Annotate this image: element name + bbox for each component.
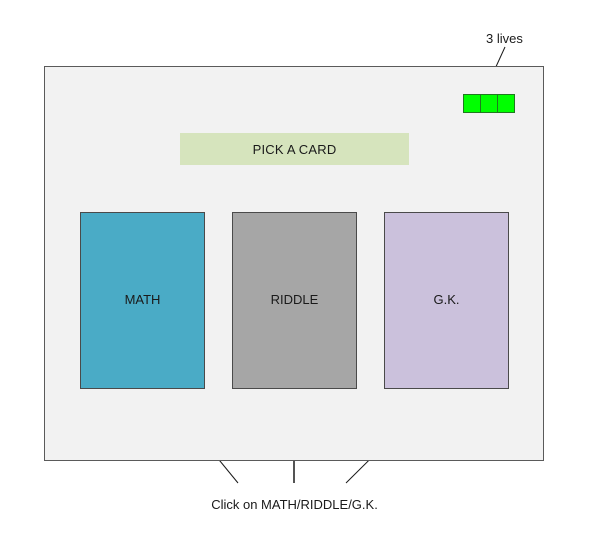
- riddle-card[interactable]: RIDDLE: [232, 212, 357, 389]
- lives-indicator: [463, 94, 515, 113]
- life-box: [463, 94, 481, 113]
- math-card[interactable]: MATH: [80, 212, 205, 389]
- gk-card-label: G.K.: [433, 292, 460, 307]
- riddle-card-label: RIDDLE: [270, 292, 319, 307]
- life-box: [480, 94, 498, 113]
- math-card-label: MATH: [124, 292, 161, 307]
- gk-card[interactable]: G.K.: [384, 212, 509, 389]
- pick-a-card-banner: PICK A CARD: [180, 133, 409, 165]
- instruction-annotation: Click on MATH/RIDDLE/G.K.: [211, 497, 378, 512]
- life-box: [497, 94, 515, 113]
- lives-annotation: 3 lives: [486, 31, 523, 46]
